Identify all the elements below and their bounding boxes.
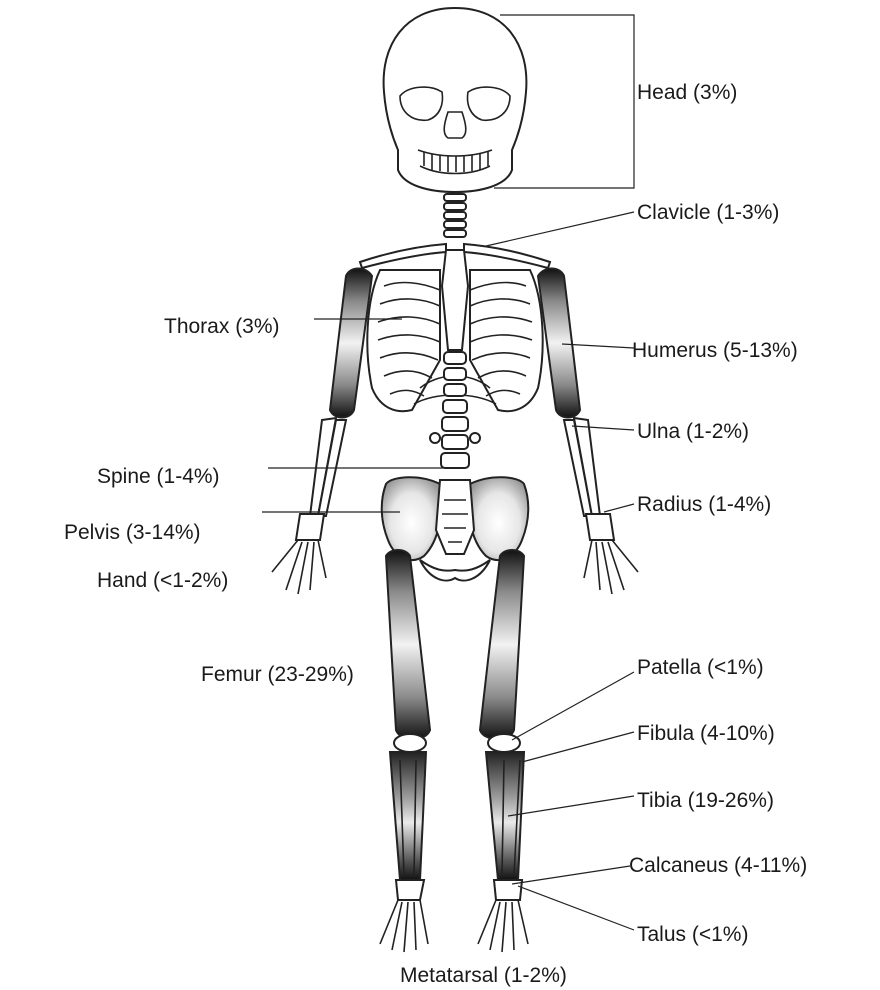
- tibia-leader: [508, 796, 634, 816]
- label-ulna: Ulna (1-2%): [637, 421, 749, 442]
- right-arm: [538, 269, 638, 595]
- label-calcaneus: Calcaneus (4-11%): [629, 855, 807, 876]
- left-leg: [380, 550, 430, 952]
- clavicle-leader: [486, 212, 634, 246]
- left-arm: [272, 269, 372, 595]
- label-spine: Spine (1-4%): [97, 466, 220, 487]
- calcaneus-leader: [512, 866, 630, 884]
- label-radius: Radius (1-4%): [637, 494, 771, 515]
- label-humerus: Humerus (5-13%): [632, 340, 798, 361]
- label-talus: Talus (<1%): [637, 924, 748, 945]
- patella-leader: [512, 672, 634, 740]
- label-head: Head (3%): [637, 82, 737, 103]
- label-femur: Femur (23-29%): [201, 664, 354, 685]
- label-patella: Patella (<1%): [637, 657, 764, 678]
- talus-leader: [518, 886, 634, 930]
- label-fibula: Fibula (4-10%): [637, 723, 775, 744]
- label-metatarsal: Metatarsal (1-2%): [400, 965, 567, 986]
- skull: [384, 8, 527, 192]
- label-clavicle: Clavicle (1-3%): [637, 202, 779, 223]
- radius-leader: [604, 504, 634, 512]
- spine: [430, 352, 480, 468]
- fibula-leader: [522, 732, 634, 762]
- label-thorax: Thorax (3%): [164, 316, 280, 337]
- label-pelvis: Pelvis (3-14%): [64, 522, 201, 543]
- right-leg: [478, 550, 528, 952]
- neck-vertebrae: [444, 194, 466, 237]
- label-hand: Hand (<1-2%): [97, 570, 228, 591]
- label-tibia: Tibia (19-26%): [637, 790, 774, 811]
